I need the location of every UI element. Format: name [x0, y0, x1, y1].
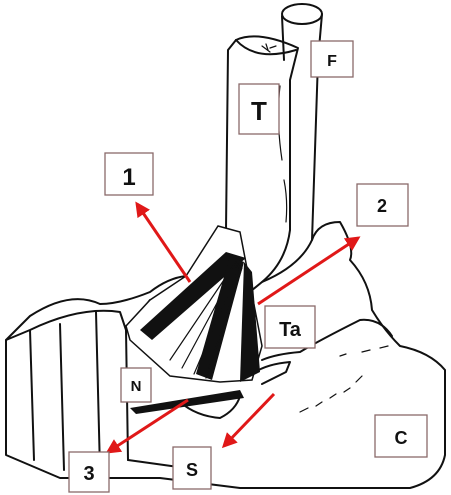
label-navicular: N [120, 367, 152, 403]
label-fibula-text: F [327, 53, 337, 70]
label-sustentaculum: S [172, 446, 212, 490]
label-arrow-3: 3 [68, 451, 110, 493]
label-arrow-3-text: 3 [83, 463, 94, 485]
label-navicular-text: N [131, 378, 142, 395]
fibula-bone [281, 3, 323, 241]
force-arrows [105, 201, 361, 454]
hindfoot-bones [5, 221, 446, 489]
label-tibia: T [238, 83, 280, 135]
label-fibula: F [310, 40, 354, 78]
label-arrow-2: 2 [356, 183, 409, 227]
label-tibia-text: T [251, 96, 267, 126]
label-sustentaculum-text: S [186, 460, 198, 480]
label-calcaneus-text: C [395, 428, 408, 448]
label-arrow-1: 1 [104, 152, 154, 196]
label-calcaneus: C [374, 414, 428, 458]
label-arrow-1-text: 1 [122, 164, 135, 191]
arrow-3 [105, 398, 189, 454]
label-arrow-2-text: 2 [377, 196, 387, 216]
arrow-s [221, 392, 276, 449]
arrow-1 [135, 201, 192, 283]
label-talus: Ta [264, 305, 316, 349]
arrow-2 [257, 236, 361, 306]
deltoid-ligament [125, 225, 291, 414]
label-talus-text: Ta [279, 319, 302, 341]
